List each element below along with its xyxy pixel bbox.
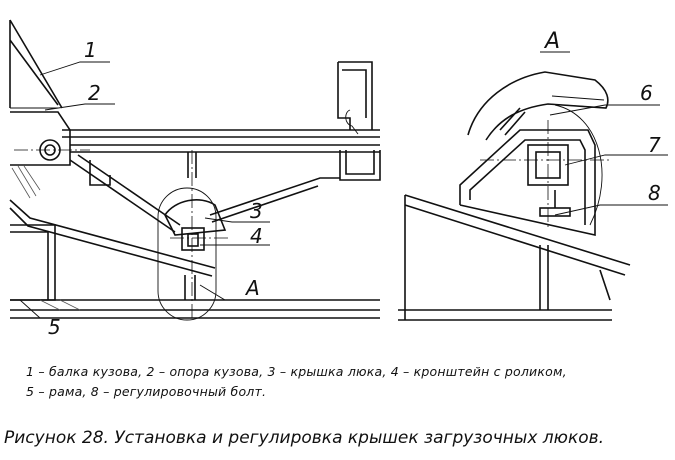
hatch-cover-3 (164, 199, 227, 236)
body-support-2 (10, 111, 71, 166)
legend-line-1: 1 – балка кузова, 2 – опора кузова, 3 – … (26, 364, 567, 379)
callouts: 1 2 3 4 A 5 6 7 8 A (48, 29, 661, 339)
top-beam (62, 129, 380, 153)
callout-1: 1 (84, 38, 97, 62)
detail-bracket (459, 129, 596, 236)
callout-2: 2 (88, 81, 101, 105)
detail-a-outline (157, 187, 217, 321)
callout-8: 8 (648, 181, 661, 205)
callout-7: 7 (648, 133, 661, 157)
figure-caption: Рисунок 28. Установка и регулировка крыш… (4, 428, 605, 448)
bracket-4 (181, 227, 205, 251)
callout-4: 4 (250, 224, 263, 248)
callout-6: 6 (640, 81, 653, 105)
sloping-plate (69, 154, 181, 233)
main-view (9, 19, 381, 321)
callout-3: 3 (250, 199, 263, 223)
detail-view-title: A (543, 29, 560, 54)
callout-5: 5 (48, 315, 61, 339)
frame-5 (10, 224, 56, 301)
right-end-profile (337, 61, 373, 130)
body-beam-1 (9, 19, 63, 109)
legend-line-2: 5 – рама, 8 – регулировочный болт. (26, 384, 267, 399)
technical-drawing: 1 2 3 4 A 5 6 7 8 A (9, 19, 668, 339)
detail-view-a (398, 71, 631, 321)
leader-lines (19, 51, 668, 319)
callout-view-a: A (244, 276, 260, 300)
